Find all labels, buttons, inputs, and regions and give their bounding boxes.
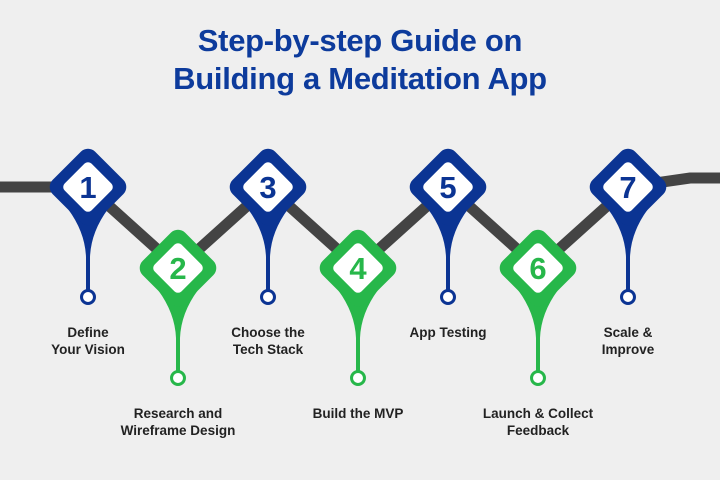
title-line-2: Building a Meditation App [173, 61, 547, 96]
step-label-7: Scale & Improve [548, 324, 708, 358]
label-line: Tech Stack [232, 342, 304, 357]
step-label-5: App Testing [368, 324, 528, 341]
step-marker-2: 2 [139, 229, 217, 386]
label-line: Feedback [506, 423, 570, 438]
step-number: 1 [79, 170, 96, 205]
step-number: 7 [619, 170, 636, 205]
step-number: 6 [529, 251, 546, 286]
pin-circle-icon [440, 289, 456, 305]
step-marker-3: 3 [229, 148, 307, 305]
step-marker-7: 7 [589, 148, 667, 305]
label-line: Define [67, 325, 109, 340]
step-number: 4 [349, 251, 367, 286]
step-marker-6: 6 [499, 229, 577, 386]
step-number: 2 [169, 251, 186, 286]
title-line-1: Step-by-step Guide on [197, 23, 523, 58]
diamond-inner [63, 162, 113, 212]
pin-stem [158, 290, 198, 371]
page-title: Step-by-step Guide on Building a Meditat… [0, 22, 720, 98]
pin-stem [68, 209, 108, 290]
pin-stem [338, 290, 378, 371]
label-line: Choose the [231, 325, 305, 340]
pin-circle-icon [620, 289, 636, 305]
step-marker-1: 1 [49, 148, 127, 305]
label-line: Wireframe Design [120, 423, 236, 438]
pin-circle-icon [80, 289, 96, 305]
step-marker-5: 5 [409, 148, 487, 305]
pin-circle-icon [170, 370, 186, 386]
label-line: Launch & Collect [482, 406, 594, 421]
pin-stem [248, 209, 288, 290]
pin-circle-icon [260, 289, 276, 305]
pin-circle-icon [530, 370, 546, 386]
label-line: Research and [133, 406, 223, 421]
pin-circle-icon [350, 370, 366, 386]
pin-stem [428, 209, 468, 290]
label-line: Scale & [603, 325, 653, 340]
pin-stem [608, 209, 648, 290]
step-marker-4: 4 [319, 229, 397, 386]
diamond-inner [423, 162, 473, 212]
step-number: 5 [439, 170, 456, 205]
label-line: Build the MVP [312, 406, 404, 421]
diamond-inner [153, 243, 203, 293]
diamond-inner [333, 243, 383, 293]
step-number: 3 [259, 170, 276, 205]
diamond-inner [513, 243, 563, 293]
step-label-4: Build the MVP [278, 405, 438, 422]
label-line: Improve [601, 342, 655, 357]
diamond-inner [603, 162, 653, 212]
pin-stem [518, 290, 558, 371]
label-line: Your Vision [51, 342, 125, 357]
label-line: App Testing [409, 325, 487, 340]
diamond-inner [243, 162, 293, 212]
